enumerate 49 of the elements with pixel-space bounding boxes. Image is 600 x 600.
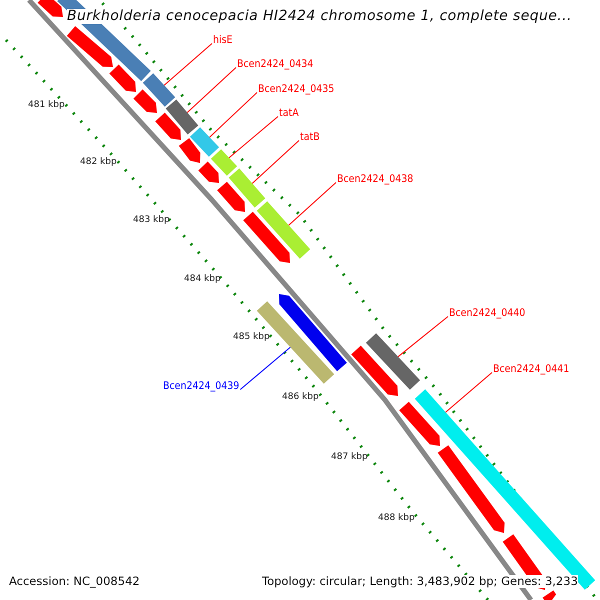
leader-line	[445, 372, 492, 413]
gene-feature	[217, 182, 245, 212]
leader-line	[164, 43, 212, 86]
scale-label: 482 kbp	[80, 158, 117, 168]
gene-feature	[38, 0, 63, 17]
genome-info-text: Topology: circular; Length: 3,483,902 bp; Genes: 3,233	[262, 575, 578, 588]
gene-label: Bcen2424_0441	[493, 364, 570, 376]
gene-label: tatA	[279, 108, 299, 120]
gene-feature	[243, 212, 290, 263]
gene-feature	[351, 346, 398, 396]
gene-bar	[142, 73, 176, 107]
gene-feature	[133, 89, 157, 113]
scale-label: 487 kbp	[331, 453, 368, 463]
gene-label: Bcen2424_0438	[337, 174, 414, 186]
gene-bar	[228, 168, 266, 208]
scale-label: 484 kbp	[184, 275, 221, 285]
gene-bar	[210, 149, 238, 176]
gene-label: Bcen2424_0435	[258, 84, 334, 96]
scale-label: 488 kbp	[378, 514, 415, 524]
scale-label: 483 kbp	[133, 216, 170, 226]
accession-text: Accession: NC_008542	[9, 575, 140, 588]
scale-label: 485 kbp	[233, 333, 270, 343]
leader-line	[186, 67, 236, 113]
gene-feature	[438, 445, 505, 533]
scale-label: 486 kbp	[282, 393, 319, 403]
gene-bar	[366, 333, 420, 390]
gene-label: tatB	[300, 132, 320, 144]
gene-bar	[190, 127, 220, 157]
gene-feature	[109, 64, 136, 92]
gene-feature	[279, 294, 347, 372]
gene-bar	[414, 389, 596, 590]
gene-feature	[399, 402, 440, 446]
gene-label: hisE	[213, 35, 233, 47]
leader-line	[252, 140, 300, 184]
gene-label: Bcen2424_0434	[237, 59, 314, 71]
leader-line	[398, 316, 448, 358]
title: Burkholderia cenocepacia HI2424 chromosome 1, complete seque...	[67, 9, 572, 24]
gene-bar	[166, 100, 198, 134]
gene-bar	[256, 201, 310, 259]
leader-line	[288, 182, 336, 226]
leader-line	[228, 116, 278, 158]
leader-line	[209, 92, 258, 138]
gene-feature	[178, 138, 200, 163]
scale-label: 481 kbp	[28, 101, 65, 111]
leader-line	[240, 346, 291, 390]
gene-label: Bcen2424_0440	[449, 308, 526, 320]
gene-label: Bcen2424_0439	[163, 381, 240, 393]
gene-feature	[198, 162, 219, 183]
gene-feature	[155, 112, 181, 140]
